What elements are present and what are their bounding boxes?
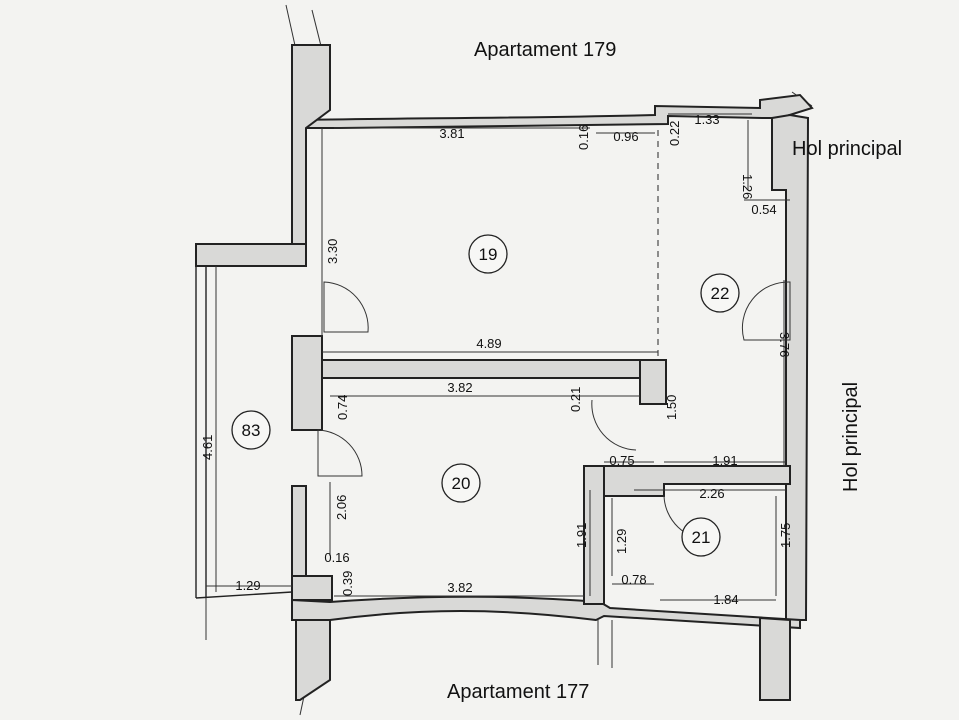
dim-0-16-bottom: 0.16 [324,550,349,565]
wall-left-pier [291,335,323,431]
wall-bottom-ext-right [759,616,791,701]
dim-3-30: 3.30 [325,239,340,264]
label-apartment-177: Apartament 177 [447,681,589,703]
room-83-marker: 83 [231,410,271,450]
dim-0-96: 0.96 [613,129,638,144]
wall-divider-right [639,359,667,405]
dim-3-82-top: 3.82 [447,380,472,395]
wall-divider [321,359,661,379]
dim-1-91-top: 1.91 [712,453,737,468]
wall-left-lower [291,485,307,581]
balcony-outline [195,266,293,599]
label-hol-principal-vertical: Hol principal [840,382,862,492]
wall-bottom [291,595,801,630]
wall-top [291,93,814,129]
wall-bathroom-top [603,465,791,497]
door-19 [323,281,369,333]
wall-bathroom-left [583,465,605,605]
doors [317,281,791,541]
door-20 [317,429,363,477]
dim-0-74: 0.74 [335,395,350,420]
dim-0-39: 0.39 [340,571,355,596]
room-19-label: 19 [479,245,498,264]
wall-left-bottom [291,575,333,601]
dim-0-54: 0.54 [751,202,776,217]
room-22-marker: 22 [700,273,740,313]
wall-bottom-ext-left [295,619,331,701]
dim-4-89: 4.89 [476,336,501,351]
dim-1-75: 1.75 [778,523,793,548]
dim-0-75: 0.75 [609,453,634,468]
dim-3-76: 3.76 [777,332,792,357]
dim-1-84: 1.84 [713,592,738,607]
wall-balcony-top [195,243,307,267]
dim-1-91-left: 1.91 [574,523,589,548]
dimension-labels: 3.81 0.16 0.96 0.22 1.33 1.26 0.54 3.30 … [200,112,793,607]
dim-1-26: 1.26 [740,174,755,199]
walls [195,44,814,701]
room-20-marker: 20 [441,463,481,503]
label-hol-principal-top: Hol principal [792,138,902,160]
label-apartment-179: Apartament 179 [474,39,616,61]
dim-1-50: 1.50 [664,395,679,420]
room-21-marker: 21 [681,517,721,557]
dim-4-61: 4.61 [200,435,215,460]
room-83-label: 83 [242,421,261,440]
dim-2-26: 2.26 [699,486,724,501]
room-20-label: 20 [452,474,471,493]
dim-2-06: 2.06 [334,495,349,520]
dim-3-81: 3.81 [439,126,464,141]
dim-1-29-balcony: 1.29 [235,578,260,593]
dim-0-16-top: 0.16 [576,125,591,150]
dim-0-21: 0.21 [568,387,583,412]
wall-left-upper [291,44,331,247]
dim-0-78: 0.78 [621,572,646,587]
dim-1-33: 1.33 [694,112,719,127]
room-21-label: 21 [692,528,711,547]
room-19-marker: 19 [468,234,508,274]
dimension-lines [206,113,790,601]
room-22-label: 22 [711,284,730,303]
dim-3-82-bottom: 3.82 [447,580,472,595]
wall-right [771,113,810,621]
dim-0-22: 0.22 [667,121,682,146]
door-20b [591,399,637,451]
dim-1-29-inner: 1.29 [614,529,629,554]
door-22 [741,281,791,341]
